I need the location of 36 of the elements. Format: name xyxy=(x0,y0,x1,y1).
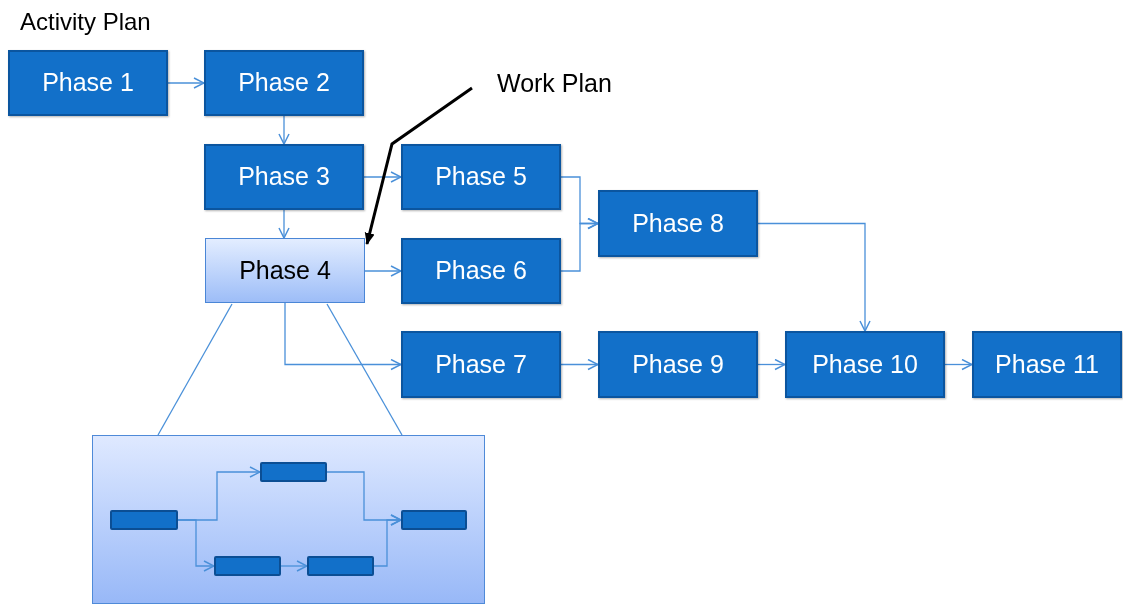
arrow xyxy=(757,358,786,371)
connector-line xyxy=(157,303,233,436)
task-bar xyxy=(110,510,178,530)
task-bar xyxy=(214,556,281,576)
phase-box: Phase 4 xyxy=(205,238,365,303)
phase-box: Phase 1 xyxy=(8,50,168,116)
phase-box: Phase 8 xyxy=(598,190,758,257)
arrow xyxy=(177,519,215,572)
phase-box: Phase 10 xyxy=(785,331,945,398)
phase-box: Phase 7 xyxy=(401,331,561,398)
arrow xyxy=(278,209,290,239)
task-bar xyxy=(307,556,374,576)
phase-box: Phase 2 xyxy=(204,50,364,116)
inset-panel xyxy=(92,435,485,604)
arrow xyxy=(280,560,308,572)
arrow xyxy=(284,302,402,371)
arrow xyxy=(278,115,290,145)
phase-box: Phase 11 xyxy=(972,331,1122,398)
arrow xyxy=(560,358,599,371)
connector-line xyxy=(326,303,403,436)
arrow xyxy=(944,358,973,371)
phase-box: Phase 3 xyxy=(204,144,364,210)
arrow xyxy=(364,86,473,245)
phase-box: Phase 9 xyxy=(598,331,758,398)
arrow xyxy=(560,217,599,272)
callout-label: Work Plan xyxy=(470,68,636,100)
task-bar xyxy=(260,462,327,482)
arrow xyxy=(364,265,402,277)
arrow xyxy=(167,77,205,89)
task-bar xyxy=(401,510,467,530)
arrow xyxy=(373,514,402,567)
arrow xyxy=(363,171,402,183)
phase-box: Phase 6 xyxy=(401,238,561,304)
phase-box: Phase 5 xyxy=(401,144,561,210)
diagram-title: Activity Plan xyxy=(20,7,151,37)
arrow xyxy=(757,222,871,332)
